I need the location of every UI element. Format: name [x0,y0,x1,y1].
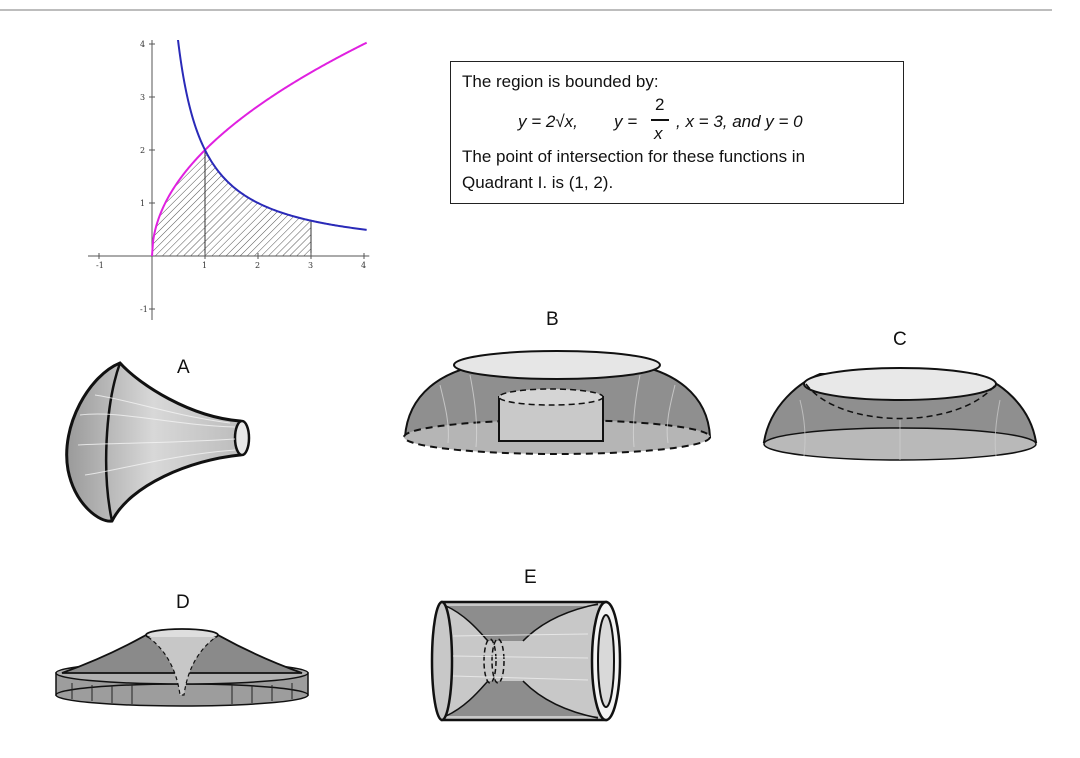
option-b-label: B [546,309,559,330]
curve-sqrt [151,41,368,257]
x-tick-label: 4 [361,261,366,270]
solid-e-tube [430,600,622,722]
top-rule [0,9,1052,11]
x-tick-label: 1 [202,261,207,270]
x-tick-label: 3 [308,261,313,270]
fraction-bar [651,119,669,121]
solid-c-dome [762,367,1038,461]
x-tick-label: -1 [96,261,104,270]
option-a-label: A [177,357,190,378]
fraction-denominator: x [654,124,663,143]
solid-b-bowl-with-hole [403,350,712,455]
y-tick-label: 2 [140,146,145,155]
option-c-label: C [893,329,907,350]
equation-reciprocal-left: y = [614,112,638,131]
region-intro-text: The region is bounded by: [462,72,659,91]
curve-reciprocal [177,40,367,231]
equation-bounds: , x = 3, and y = 0 [676,112,803,131]
x-tick-label: 2 [255,261,260,270]
fraction-numerator: 2 [655,95,665,114]
y-tick-label: 1 [140,199,145,208]
region-graph: -1 1 2 3 4 -1 1 2 3 4 [88,40,370,320]
option-d-label: D [176,592,190,613]
region-description-box: The region is bounded by: y = 2√x, y = 2… [450,61,904,204]
y-tick-label: -1 [140,305,148,314]
intersection-text-line2: Quadrant I. is (1, 2). [462,173,614,192]
solid-a-horn [65,361,251,523]
solid-d-disc-with-cusp [55,628,309,707]
equation-sqrt: y = 2√x, [518,112,578,131]
intersection-text-line1: The point of intersection for these func… [462,147,806,166]
y-tick-label: 3 [140,93,145,102]
shaded-region [152,150,311,256]
y-tick-label: 4 [140,40,145,49]
option-e-label: E [524,567,537,588]
